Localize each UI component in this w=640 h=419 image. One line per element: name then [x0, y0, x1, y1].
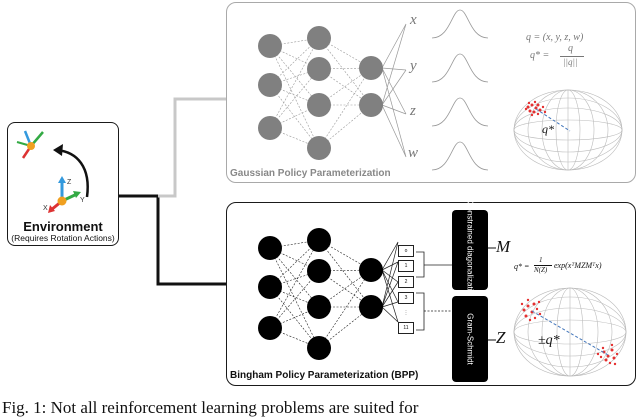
bingham-formula-den: N(Z): [534, 266, 548, 274]
bingham-sphere: ±q*: [513, 287, 627, 377]
gaussian-policy-panel: [226, 2, 636, 183]
vector-cell: 1: [398, 260, 414, 272]
figure-caption: Fig. 1: Not all reinforcement learning p…: [2, 398, 419, 417]
environment-subtitle: (Requires Rotation Actions): [11, 233, 115, 243]
gaussian-formula-num: q: [568, 43, 573, 54]
environment-title: Environment: [23, 219, 103, 234]
svg-text:Z: Z: [67, 179, 72, 186]
gaussian-formula-line1: q = (x, y, z, w): [526, 32, 584, 43]
block-output-arrows: [488, 247, 496, 341]
gaussian-curves: [431, 9, 489, 171]
vector-cell: 2: [398, 276, 414, 288]
gaussian-formula-den: ||q||: [563, 57, 578, 67]
output-y: y: [410, 58, 417, 74]
vector-cell: ⋮: [403, 310, 409, 316]
constrained-diagonalization-block: Constrained diagonalization: [452, 201, 488, 299]
gaussian-neural-network: [258, 23, 407, 160]
output-Z: Z: [496, 328, 506, 347]
bingham-formula-lhs: q* =: [514, 262, 530, 271]
bingham-policy-panel: [226, 202, 636, 386]
frame-axes-icon: Z Y X: [16, 130, 89, 213]
vector-cell: o: [398, 245, 414, 257]
output-z: z: [410, 103, 416, 119]
gaussian-sphere: q*: [513, 89, 623, 171]
output-x: x: [410, 12, 417, 28]
vector-cell: 11: [398, 322, 414, 334]
gaussian-panel-label: Gaussian Policy Parameterization: [230, 168, 391, 179]
svg-text:q*: q*: [542, 122, 554, 136]
bingham-neural-network: [258, 228, 399, 360]
bingham-formula-num: 1: [539, 256, 543, 264]
svg-text:±q*: ±q*: [538, 333, 560, 348]
bracket-connectors: [416, 251, 452, 331]
gram-schmidt-block: Gram-Schmidt: [452, 296, 488, 382]
gaussian-formula-lhs: q* =: [530, 50, 550, 61]
bingham-fraction-bar: [534, 265, 552, 266]
vector-cell: 3: [398, 292, 414, 304]
svg-text:Y: Y: [80, 197, 85, 204]
svg-text:X: X: [43, 205, 48, 212]
bingham-panel-label: Bingham Policy Parameterization (BPP): [230, 370, 419, 381]
output-M: M: [496, 237, 511, 256]
output-w: w: [408, 145, 419, 161]
bingham-formula-rhs: exp(xᵀMZMᵀx): [554, 261, 602, 270]
gaussian-fraction-bar: [560, 56, 584, 57]
